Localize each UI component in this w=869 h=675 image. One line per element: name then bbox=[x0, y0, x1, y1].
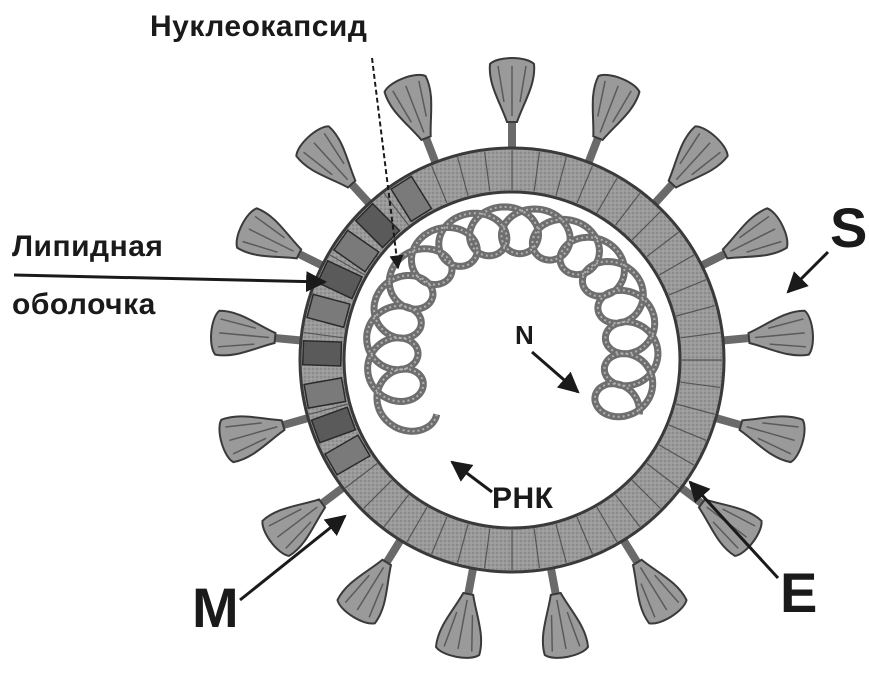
m-protein-block bbox=[303, 341, 342, 366]
rna-label: РНК bbox=[492, 484, 554, 514]
spike-protein bbox=[209, 310, 310, 363]
n-protein-label: N bbox=[515, 322, 534, 348]
e-pointer bbox=[690, 482, 778, 578]
nucleocapsid-label: Нуклеокапсид bbox=[150, 12, 367, 42]
spike-protein bbox=[714, 310, 815, 363]
spike-protein bbox=[528, 557, 590, 661]
spike-protein bbox=[435, 557, 497, 661]
lipid-envelope-label-line1: Липидная bbox=[12, 232, 163, 262]
e-protein-label: E bbox=[780, 565, 817, 621]
s-pointer bbox=[788, 252, 828, 292]
lipid-envelope-pointer bbox=[14, 275, 325, 282]
lipid-envelope-label-line2: оболочка bbox=[12, 290, 156, 320]
spike-protein bbox=[490, 58, 534, 155]
s-protein-label: S bbox=[830, 200, 867, 256]
m-protein-label: M bbox=[192, 580, 239, 636]
